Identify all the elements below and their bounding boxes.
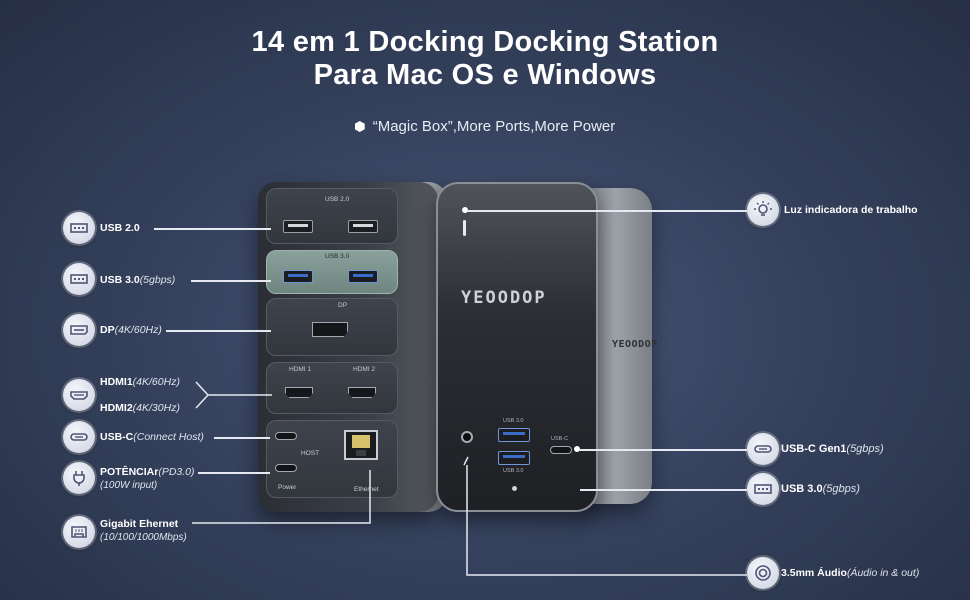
hdmi1-callout-label: HDMI1(4K/60Hz) <box>100 376 180 388</box>
hdmi2-callout-label: HDMI2(4K/30Hz) <box>100 402 180 414</box>
led-callout-label: Luz indicadora de trabalho <box>784 204 918 216</box>
work-indicator-led <box>463 220 466 236</box>
front-usb-bottom-label: USB 3.0 <box>503 468 524 474</box>
dp-port-label: DP <box>338 302 348 309</box>
usb20-leader-line <box>154 228 271 230</box>
usb30-callout-label: USB 3.0(5gbps) <box>100 274 176 286</box>
audio-callout-label: 3.5mm Áudio(Áudio in & out) <box>781 567 920 579</box>
page-title: 14 em 1 Docking Docking Station Para Mac… <box>0 26 970 92</box>
usb30-leader-line <box>191 280 271 282</box>
ethernet-port <box>344 430 378 460</box>
hdmi-icon <box>63 379 95 411</box>
usb20-port-2 <box>348 220 378 233</box>
hdmi2-port <box>348 387 376 398</box>
dp-leader-line <box>166 330 271 332</box>
usbc-callout-label: USB-C(Connect Host) <box>100 431 204 443</box>
usb30-port-label: USB 3.0 <box>325 253 350 260</box>
usbc-gen1-leader-line <box>579 449 747 451</box>
usb20-port-1 <box>283 220 313 233</box>
power-port-label: Power <box>278 484 297 491</box>
host-port-label: HOST <box>301 450 320 457</box>
usb-c-icon <box>747 433 779 465</box>
front-usb30-port-1 <box>498 428 530 442</box>
hdmi-bracket-line <box>195 381 272 409</box>
front-usbc-port <box>550 446 572 454</box>
displayport-port <box>312 322 348 337</box>
usb30-port-1 <box>283 270 313 283</box>
front-usb-top-label: USB 3.0 <box>503 418 524 424</box>
power-plug-icon <box>63 462 95 494</box>
host-usbc-port <box>275 432 297 440</box>
hdmi1-port <box>285 387 313 398</box>
light-bulb-icon <box>747 194 779 226</box>
led-leader-dot <box>462 207 468 213</box>
audio-jack-port <box>461 431 473 443</box>
usb-c-icon <box>63 421 95 453</box>
usbc-gen1-callout-label: USB-C Gen1(5gbps) <box>781 443 884 455</box>
front-usb30-port-2 <box>498 451 530 465</box>
usb20-callout-label: USB 2.0 <box>100 222 140 234</box>
usb-a-icon <box>63 263 95 295</box>
tagline-text: “Magic Box”,More Ports,More Power <box>372 118 616 135</box>
brand-side-logo: YEOODOP <box>612 339 658 350</box>
front-indicator-dot <box>512 486 517 491</box>
power-callout-sub: (100W input) <box>100 480 158 491</box>
hdmi2-port-label: HDMI 2 <box>353 366 376 373</box>
usb-a-icon <box>747 473 779 505</box>
front-usbc-label: USB-C <box>551 436 569 442</box>
ethernet-callout-label: Gigabit Ehernet <box>100 518 179 530</box>
hexagon-bullet-icon <box>354 121 365 132</box>
usbc-gen1-leader-dot <box>574 446 580 452</box>
power-leader-line <box>198 472 270 474</box>
ethernet-leader-line <box>192 470 371 524</box>
ethernet-callout-sub: (10/100/1000Mbps) <box>100 532 187 543</box>
title-line-2: Para Mac OS e Windows <box>313 59 657 91</box>
displayport-icon <box>63 314 95 346</box>
usb-a-icon <box>63 212 95 244</box>
audio-leader-line <box>463 456 747 576</box>
power-usbc-port <box>275 464 297 472</box>
title-line-1: 14 em 1 Docking Docking Station <box>251 26 719 58</box>
ethernet-icon <box>63 516 95 548</box>
dp-callout-label: DP(4K/60Hz) <box>100 324 162 336</box>
usbc-leader-line <box>214 437 270 439</box>
usb30-right-leader-line <box>580 489 747 491</box>
usb20-port-panel <box>266 188 398 244</box>
usb30-right-callout-label: USB 3.0(5gbps) <box>781 483 860 495</box>
power-callout-label: POTÊNCIAr(PD3.0) <box>100 466 195 478</box>
tagline: “Magic Box”,More Ports,More Power <box>0 118 970 135</box>
led-leader-line <box>467 210 747 212</box>
ethernet-port-label: Ethernet <box>354 486 379 493</box>
usb20-port-label: USB 2.0 <box>325 196 350 203</box>
brand-front-logo: YEOODOP <box>461 288 547 308</box>
audio-jack-icon <box>747 557 779 589</box>
usb30-port-2 <box>348 270 378 283</box>
hdmi1-port-label: HDMI 1 <box>289 366 312 373</box>
